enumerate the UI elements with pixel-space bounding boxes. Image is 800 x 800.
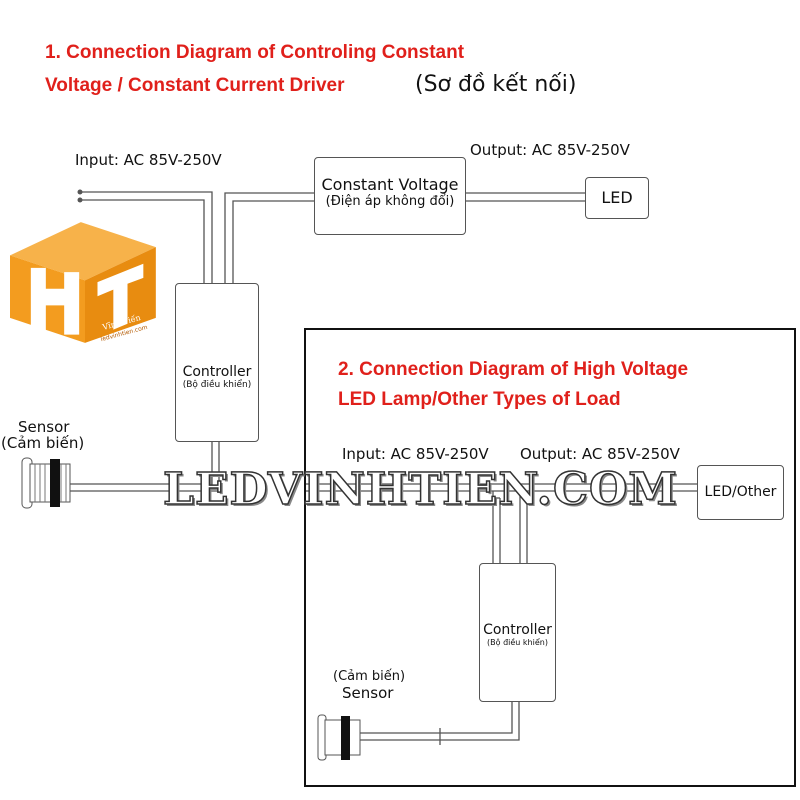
sensor-icon <box>21 457 71 509</box>
section2-output-label: Output: AC 85V-250V <box>520 445 680 463</box>
ht-logo-icon <box>10 222 156 343</box>
sensor-icon-2 <box>317 714 361 761</box>
sensor-label-2: Sensor <box>342 684 394 702</box>
controller-sub-2: (Bộ điều khiển) <box>487 638 548 647</box>
section1-title-line1: 1. Connection Diagram of Controling Cons… <box>45 42 465 63</box>
sensor-sub: (Cảm biến) <box>1 434 85 452</box>
sensor-sub-2: (Cảm biến) <box>333 669 406 684</box>
section2-input-label: Input: AC 85V-250V <box>342 445 489 463</box>
controller-sub: (Bộ điều khiển) <box>182 380 252 390</box>
led-box: LED <box>585 177 649 219</box>
section1-output-label: Output: AC 85V-250V <box>470 141 630 159</box>
section1-title-vi: (Sơ đồ kết nối) <box>415 72 577 97</box>
watermark: LEDVINHTIEN.COM <box>162 464 679 515</box>
constant-voltage-label: Constant Voltage <box>321 175 459 194</box>
controller-box: Controller (Bộ điều khiển) <box>175 283 259 442</box>
controller-box-2: Controller (Bộ điều khiển) <box>479 563 556 702</box>
controller-label: Controller <box>182 364 252 380</box>
logo: Vĩnh Tiến ledvinhtien.com <box>10 222 160 343</box>
section2-title-line1: 2. Connection Diagram of High Voltage <box>338 359 689 380</box>
sensor-label: Sensor <box>18 418 70 436</box>
constant-voltage-box: Constant Voltage (Điện áp không đổi) <box>314 157 466 235</box>
section1-input-label: Input: AC 85V-250V <box>75 151 222 169</box>
section2-frame <box>304 328 796 787</box>
constant-voltage-sub: (Điện áp không đổi) <box>325 194 455 209</box>
section2-title-line2: LED Lamp/Other Types of Load <box>338 389 621 410</box>
controller-label-2: Controller <box>483 622 552 638</box>
section1-title-line2: Voltage / Constant Current Driver <box>45 75 345 96</box>
load-box: LED/Other <box>697 465 784 520</box>
